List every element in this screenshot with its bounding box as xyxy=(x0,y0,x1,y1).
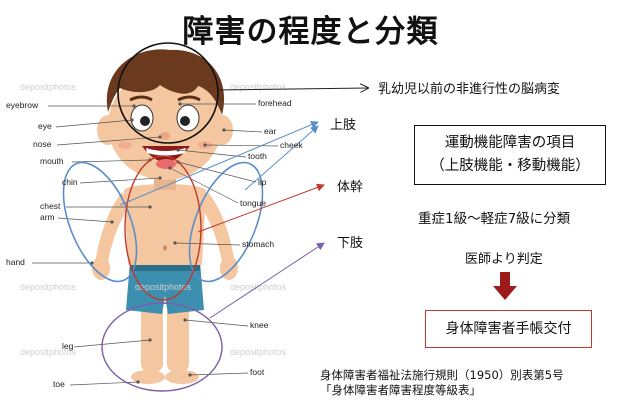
brain-lesion-label: 乳幼児以前の非進行性の脳病変 xyxy=(378,82,561,97)
watermark-7: depositphotos xyxy=(230,347,287,357)
watermark-4: depositphotos xyxy=(135,282,192,292)
lower-limb-label: 下肢 xyxy=(337,236,364,251)
trunk-region-ellipse xyxy=(124,155,202,301)
citation-line2: 「身体障害者障害程度等級表」 xyxy=(320,383,481,397)
label-chin: chin xyxy=(62,177,78,187)
label-arm: arm xyxy=(40,212,55,222)
source-citation: 身体障害者福祉法施行規則（1950）別表第5号 「身体障害者障害程度等級表」 xyxy=(320,368,564,398)
watermark-2: depositphotos xyxy=(230,82,287,92)
doctor-judgement-text: 医師より判定 xyxy=(465,252,543,267)
watermark-6: depositphotos xyxy=(20,347,77,357)
motor-box-line2: （上肢機能・移動機能） xyxy=(430,158,590,174)
label-forehead: forehead xyxy=(258,98,292,108)
label-cheek: cheek xyxy=(280,140,303,150)
label-toe: toe xyxy=(53,379,65,389)
trunk-arrow xyxy=(197,183,325,233)
left-arm-region-ellipse xyxy=(62,161,138,283)
label-leg: leg xyxy=(62,341,74,351)
disability-card-box: 身体障害者手帳交付 xyxy=(425,310,592,348)
label-hand: hand xyxy=(6,257,25,267)
disability-card-text: 身体障害者手帳交付 xyxy=(445,321,572,337)
label-nose: nose xyxy=(33,139,52,149)
boy-illustration xyxy=(92,49,238,384)
grade-text: 重症1級～軽症7級に分類 xyxy=(418,211,571,227)
label-foot: foot xyxy=(250,367,265,377)
trunk-label: 体幹 xyxy=(337,180,364,195)
watermark-3: depositphotos xyxy=(20,282,77,292)
label-chest: chest xyxy=(40,201,61,211)
watermark-5: depositphotos xyxy=(230,282,287,292)
label-tooth: tooth xyxy=(248,151,267,161)
down-arrow xyxy=(493,272,517,300)
label-eye: eye xyxy=(38,121,52,131)
label-eyebrow: eyebrow xyxy=(6,100,39,110)
upper-limb-arrow-left xyxy=(119,121,319,206)
watermark-1: depositphotos xyxy=(20,82,77,92)
label-ear: ear xyxy=(264,126,277,136)
motor-box-line1: 運動機能障害の項目 xyxy=(444,135,576,151)
label-lip: lip xyxy=(258,177,267,187)
label-tongue: tongue xyxy=(240,198,266,208)
upper-limb-arrow-right xyxy=(244,125,319,191)
motor-function-box: 運動機能障害の項目 （上肢機能・移動機能） xyxy=(414,125,606,185)
page-title: 障害の程度と分類 xyxy=(182,14,439,50)
lower-limb-region-ellipse xyxy=(101,302,223,392)
upper-limb-label: 上肢 xyxy=(330,118,357,133)
label-mouth: mouth xyxy=(40,156,64,166)
brain-arrow xyxy=(217,88,368,90)
head-region-circle xyxy=(117,42,219,144)
lower-limb-arrow xyxy=(209,242,325,319)
right-arm-region-ellipse xyxy=(188,161,264,283)
label-knee: knee xyxy=(250,320,269,330)
citation-line1: 身体障害者福祉法施行規則（1950）別表第5号 xyxy=(320,368,564,382)
label-stomach: stomach xyxy=(242,239,275,249)
